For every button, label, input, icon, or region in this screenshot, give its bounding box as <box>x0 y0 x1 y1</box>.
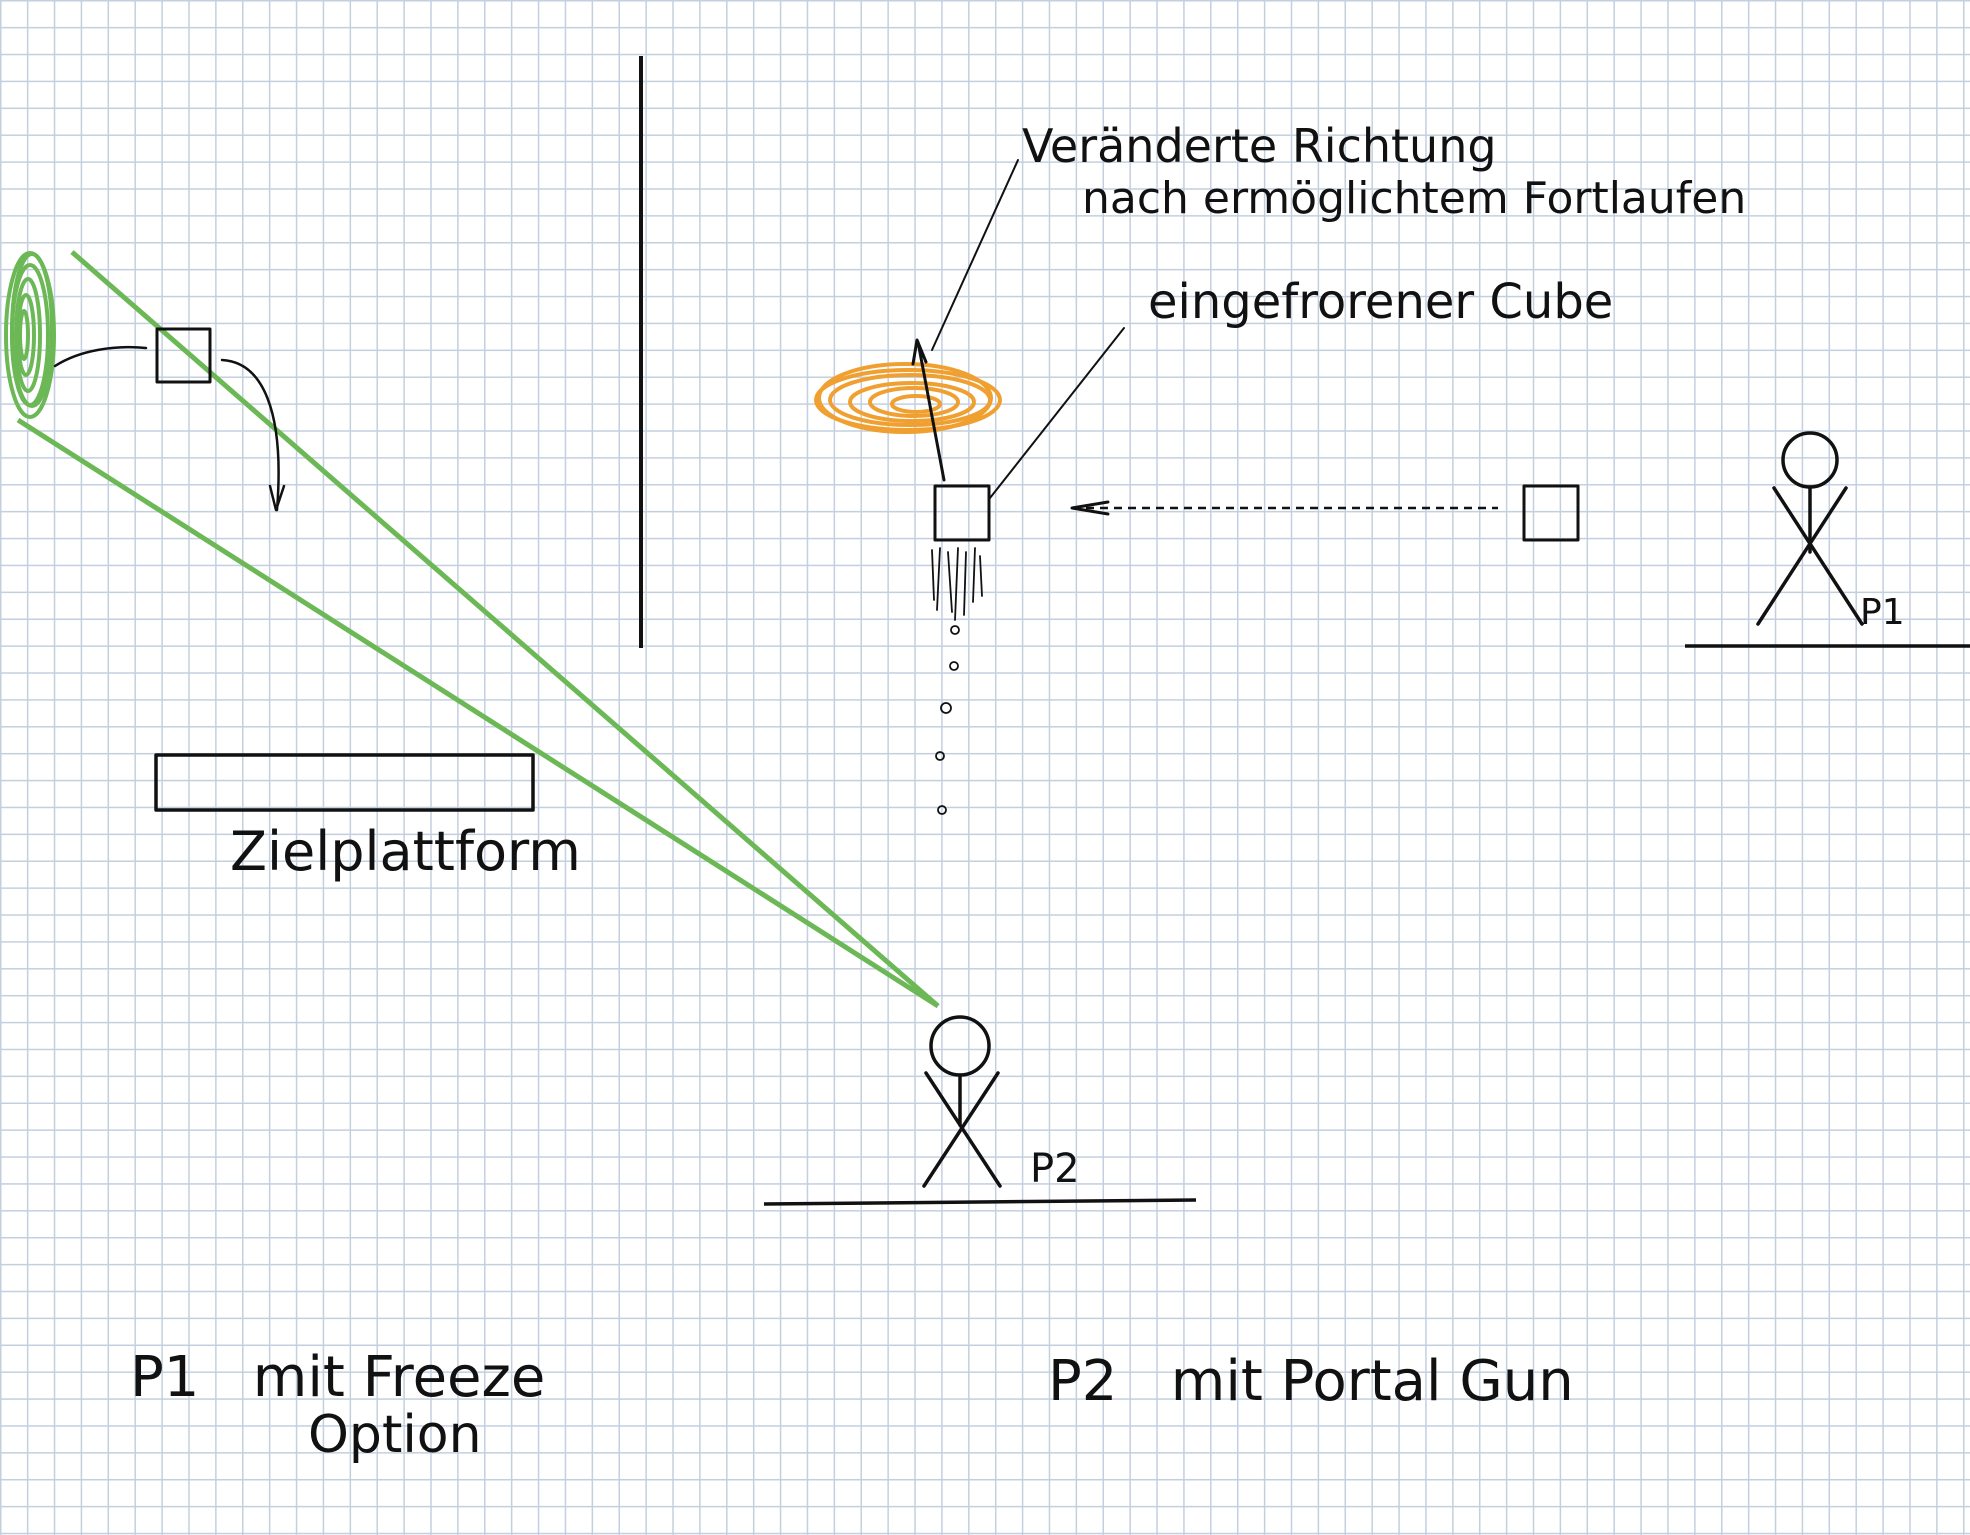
cube-motion-trail <box>931 547 983 815</box>
player2-ground <box>763 1198 1197 1206</box>
annotation-direction-pointer <box>931 159 1019 351</box>
redirect-arrow <box>911 338 946 482</box>
cube-right <box>1522 484 1580 542</box>
annotation-cube-pointer <box>989 327 1125 499</box>
annotation-direction-line1: Veränderte Richtung <box>1022 119 1497 173</box>
annotation-direction-line2: nach ermöglichtem Fortlaufen <box>1082 173 1746 224</box>
dashed-path-arrowhead <box>1070 500 1110 516</box>
player1-figure <box>1756 431 1864 626</box>
player2-tag: P2 <box>1030 1146 1080 1192</box>
player2-figure <box>922 1015 1002 1188</box>
player1-tag: P1 <box>1860 592 1905 633</box>
annotation-frozen-cube: eingefrorener Cube <box>1148 274 1613 330</box>
caption-p1-line2: Option <box>308 1405 482 1465</box>
portal-beam-upper <box>70 250 940 1008</box>
cube-left <box>155 327 212 384</box>
cube-link-stroke <box>53 345 148 368</box>
green-portal <box>4 251 56 419</box>
caption-p2: P2 mit Portal Gun <box>1048 1349 1574 1414</box>
portal-beam-lower <box>16 417 940 1009</box>
orange-portal <box>814 362 1002 434</box>
fall-arrow <box>220 358 286 512</box>
target-platform-label: Zielplattform <box>230 820 581 883</box>
target-platform <box>154 753 535 812</box>
cube-frozen <box>933 484 991 542</box>
caption-p1-line1: P1 mit Freeze <box>130 1345 545 1410</box>
